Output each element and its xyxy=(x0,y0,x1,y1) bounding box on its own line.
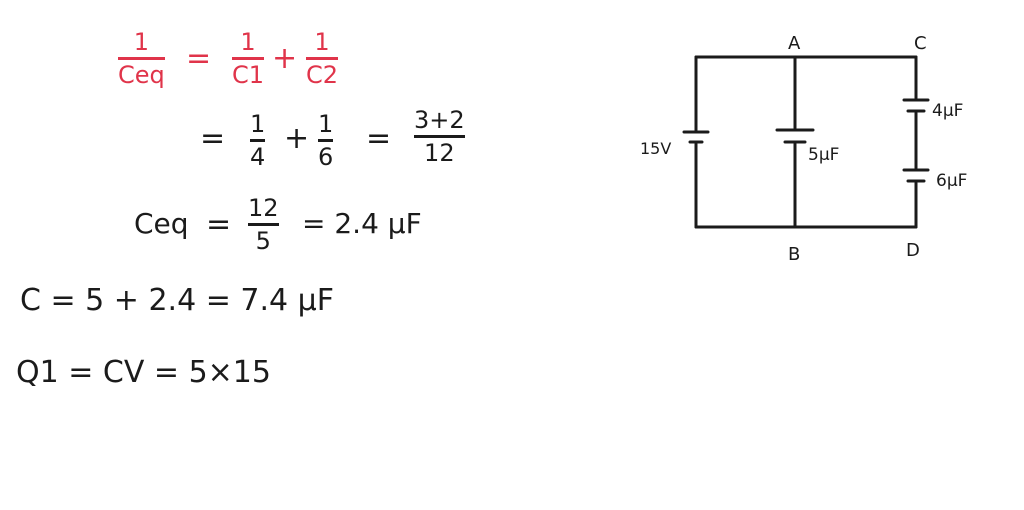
eq1-plus: + xyxy=(272,41,298,76)
eq2-result-numerator: 3+2 xyxy=(414,106,465,134)
eq2-term1-denominator: 4 xyxy=(250,142,266,171)
eq2-term2-fraction: 1 6 xyxy=(318,110,334,171)
fraction-bar xyxy=(232,57,265,60)
node-d-label: D xyxy=(906,240,920,261)
equation-4: C = 5 + 2.4 = 7.4 μF xyxy=(20,283,334,318)
cap-5uf-label: 5μF xyxy=(808,145,839,165)
fraction-bar xyxy=(250,139,266,142)
eq2-term2-numerator: 1 xyxy=(318,110,334,138)
eq2-result-denominator: 12 xyxy=(424,138,455,167)
node-c-label: C xyxy=(914,33,927,54)
eq2-term1-numerator: 1 xyxy=(250,110,266,138)
eq3-equals: = xyxy=(206,207,232,242)
fraction-bar xyxy=(306,57,339,60)
eq2-result-fraction: 3+2 12 xyxy=(414,108,465,165)
eq1-term1-fraction: 1 C1 xyxy=(232,28,265,89)
eq2-plus: + xyxy=(284,121,310,156)
cap-6uf-label: 6μF xyxy=(936,171,967,191)
eq1-term2-fraction: 1 C2 xyxy=(306,28,339,89)
fraction-bar xyxy=(414,135,465,138)
node-b-label: B xyxy=(788,244,800,265)
fraction-bar xyxy=(118,57,165,60)
eq2-term2-denominator: 6 xyxy=(318,142,334,171)
eq3-fraction: 12 5 xyxy=(248,196,279,253)
eq2-equals-2: = xyxy=(366,121,392,156)
eq1-term1-numerator: 1 xyxy=(240,28,256,56)
cap-4uf-label: 4μF xyxy=(932,101,963,121)
eq2-term1-fraction: 1 4 xyxy=(250,110,266,171)
eq1-lhs-numerator: 1 xyxy=(133,28,150,56)
fraction-bar xyxy=(318,139,334,142)
eq3-denominator: 5 xyxy=(255,226,271,255)
eq3-rhs: = 2.4 μF xyxy=(302,207,422,240)
node-a-label: A xyxy=(788,33,801,54)
eq3-numerator: 12 xyxy=(248,194,279,222)
eq1-equals: = xyxy=(186,41,212,76)
eq1-term1-denominator: C1 xyxy=(232,60,265,89)
eq3-lhs: Ceq xyxy=(134,207,189,240)
equation-5: Q1 = CV = 5×15 xyxy=(16,355,271,390)
battery-voltage-label: 15V xyxy=(640,139,671,158)
eq2-equals: = xyxy=(200,121,226,156)
eq1-lhs-denominator: Ceq xyxy=(118,60,165,89)
fraction-bar xyxy=(248,223,279,226)
eq1-lhs-fraction: 1 Ceq xyxy=(118,30,165,87)
eq1-term2-numerator: 1 xyxy=(314,28,330,56)
eq1-term2-denominator: C2 xyxy=(306,60,339,89)
